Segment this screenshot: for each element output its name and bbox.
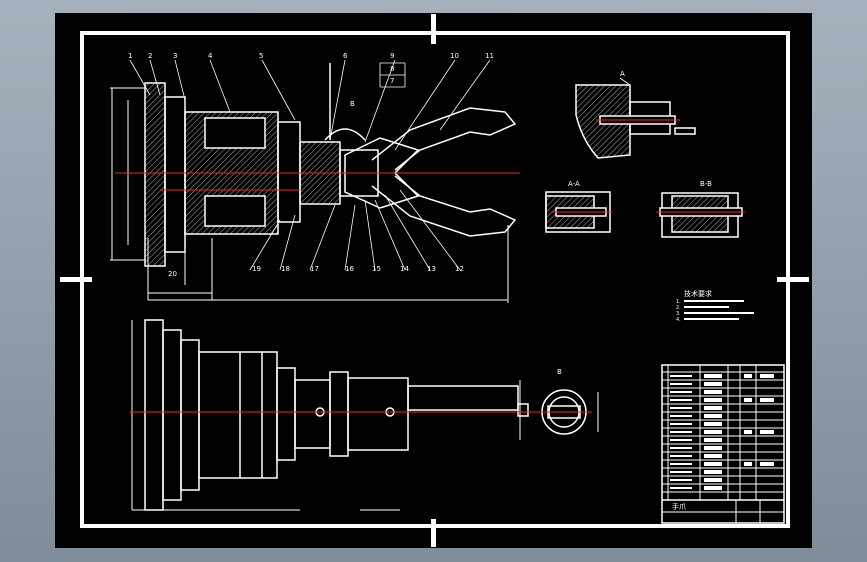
part-label-9: 9 [390, 52, 395, 60]
part-label-12: 12 [455, 265, 464, 273]
left-center-mark [60, 277, 92, 282]
top-center-mark [431, 14, 436, 44]
note-2: 2. [676, 305, 681, 311]
part-label-14: 14 [400, 265, 409, 273]
notes-title: 技术要求 [684, 290, 712, 298]
part-label-15: 15 [372, 265, 381, 273]
bottom-center-mark [431, 519, 436, 547]
part-label-11: 11 [485, 52, 494, 60]
part-label-6: 6 [343, 52, 348, 60]
part-label-3: 3 [173, 52, 178, 60]
part-label-13: 13 [427, 265, 436, 273]
note-3: 3. [676, 311, 681, 317]
right-center-mark [777, 277, 809, 282]
note-1: 1. [676, 299, 681, 305]
part-label-20: 20 [168, 270, 177, 278]
section-bb-view [659, 192, 743, 238]
part-label-18: 18 [281, 265, 290, 273]
part-label-2: 2 [148, 52, 153, 60]
section-label-b: B [350, 100, 355, 108]
part-label-16: 16 [345, 265, 354, 273]
part-label-10: 10 [450, 52, 459, 60]
section-label-aa: A-A [568, 180, 580, 188]
title-block-label: 手爪 [672, 503, 686, 511]
view-label-b: B [557, 368, 562, 376]
main-section-view [110, 63, 517, 303]
part-label-5: 5 [259, 52, 264, 60]
part-label-19: 19 [252, 265, 261, 273]
part-label-17: 17 [310, 265, 319, 273]
section-a-view [575, 77, 696, 159]
elevation-view [131, 319, 529, 511]
leader-lines [129, 59, 491, 271]
part-label-8: 8 [390, 65, 395, 73]
title-block [661, 364, 785, 524]
section-label-a: A [620, 70, 625, 78]
part-label-7: 7 [390, 77, 395, 85]
title-block-fill-marks [670, 374, 774, 490]
section-label-bb: B-B [700, 180, 712, 188]
part-label-4: 4 [208, 52, 213, 60]
part-label-1: 1 [128, 52, 133, 60]
note-4: 4. [676, 317, 681, 323]
